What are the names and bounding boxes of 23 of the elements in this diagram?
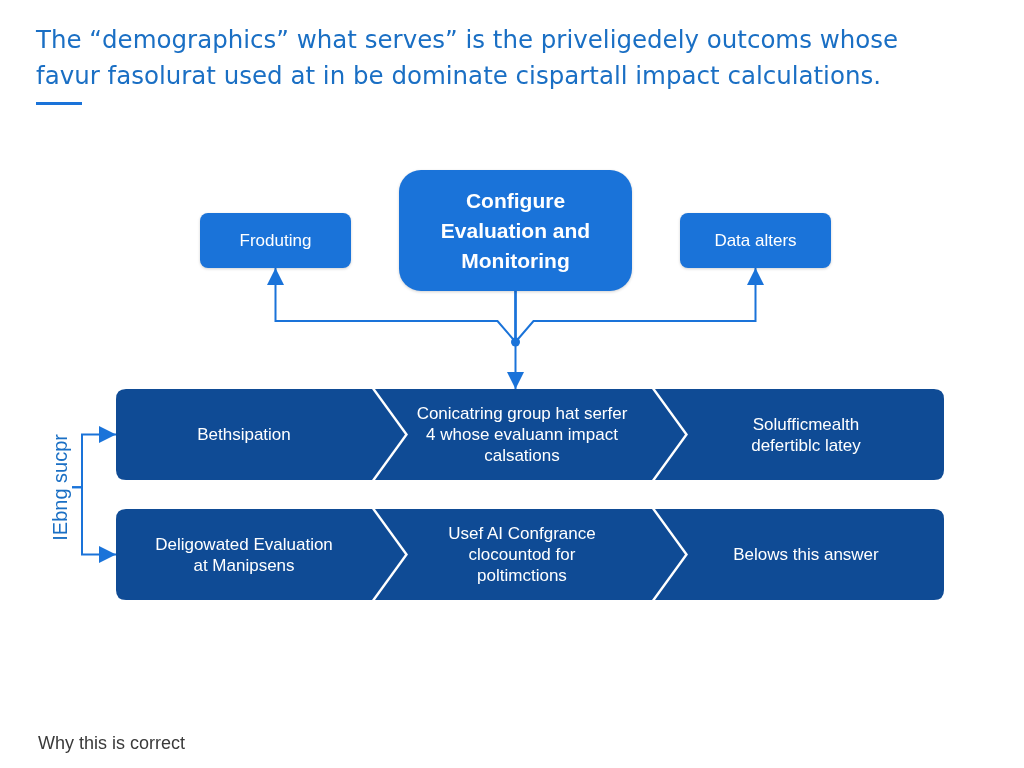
- chevron-step: [655, 509, 944, 600]
- chevron-step: [116, 389, 405, 480]
- connector-arrow: [71, 486, 117, 563]
- chevron-step: [116, 509, 405, 600]
- footer-note: Why this is correct: [38, 732, 186, 755]
- step-label: Solufficmealth defertiblc latey: [750, 413, 862, 456]
- step-label: Usef AI Confgrance clocountod for poltimctions: [447, 523, 597, 586]
- step-label: Belows this answer: [733, 544, 879, 565]
- process-box: [680, 213, 831, 268]
- chevron-step: [655, 389, 944, 480]
- process-box: [399, 170, 632, 291]
- vertical-label: IEbng sucpr: [48, 434, 72, 541]
- process-box: [200, 213, 351, 268]
- diagram-title: The “demographics” what serves” is the priveligedely outcoms whose favur fasolurat used at in be dominate cispartall impact calculations.: [36, 24, 900, 92]
- box-label: Configure Evaluation and Monitoring: [439, 187, 592, 274]
- step-label: Bethsipation: [197, 424, 291, 445]
- box-label: Froduting: [239, 229, 312, 252]
- connector-arrow: [507, 290, 524, 390]
- chevron-step: [375, 509, 685, 600]
- step-label: Deligowated Evaluation at Manipsens: [154, 533, 334, 576]
- chevron-step: [375, 389, 685, 480]
- box-label: Data alters: [714, 229, 797, 252]
- step-label: Conicatring group hat serfer 4 whose evaluann impact calsations: [415, 403, 629, 466]
